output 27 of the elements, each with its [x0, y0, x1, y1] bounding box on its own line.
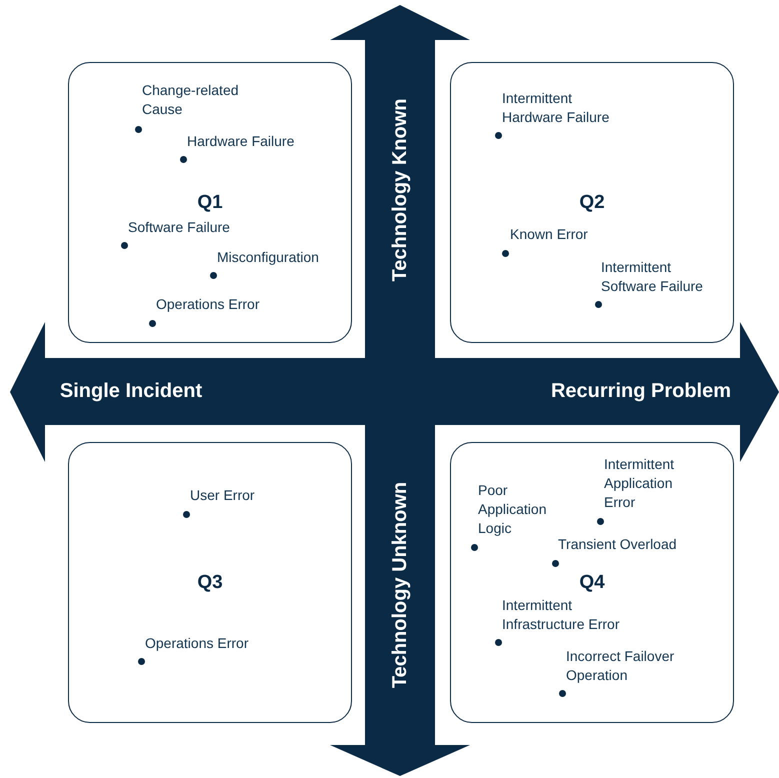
- quadrant-box: [68, 62, 352, 343]
- quadrant-heading: Q2: [578, 191, 606, 215]
- point-label: Intermittent Hardware Failure: [502, 89, 610, 127]
- point-label: User Error: [190, 486, 256, 505]
- axis-label: Technology Known: [388, 98, 412, 282]
- quadrant-box: [450, 62, 734, 343]
- point-label: Poor Application Logic: [478, 481, 548, 538]
- quadrant-heading: Q1: [196, 191, 224, 215]
- quadrant-heading: Q4: [578, 571, 606, 595]
- axis-label: Single Incident: [60, 379, 202, 404]
- quadrant-box: [450, 442, 734, 723]
- point-label: Change-related Cause: [142, 81, 240, 119]
- point-label: Software Failure: [128, 218, 231, 237]
- quadrant-heading: Q3: [196, 571, 224, 595]
- axis-label: Technology Unknown: [388, 482, 412, 688]
- point-label: Known Error: [510, 225, 589, 244]
- point-label: Hardware Failure: [187, 132, 296, 151]
- point-label: Operations Error: [156, 295, 260, 314]
- point-label: Incorrect Failover Operation: [566, 647, 676, 685]
- point-label: Intermittent Infrastructure Error: [502, 596, 620, 634]
- point-label: Operations Error: [145, 634, 250, 653]
- point-label: Intermittent Software Failure: [601, 258, 704, 296]
- quadrant-box: [68, 442, 352, 723]
- point-label: Intermittent Application Error: [604, 455, 676, 512]
- point-label: Misconfiguration: [217, 248, 320, 267]
- axis-label: Recurring Problem: [550, 379, 732, 404]
- point-label: Transient Overload: [558, 535, 678, 554]
